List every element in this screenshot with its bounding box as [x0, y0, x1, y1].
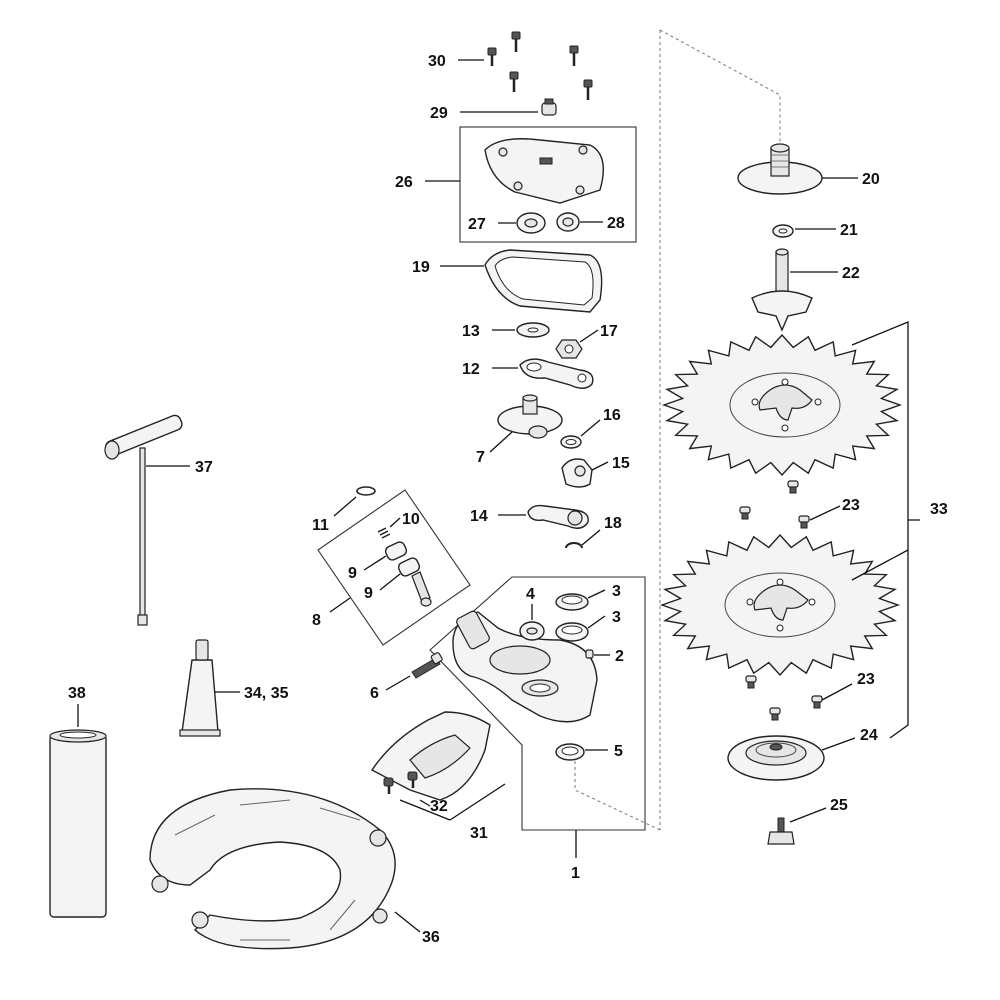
label-29: 29 [430, 105, 448, 122]
label-33: 33 [930, 501, 948, 518]
label-2: 2 [615, 648, 624, 665]
part-33-upper-blade [661, 333, 903, 477]
label-37: 37 [195, 459, 213, 476]
part-32-screws [383, 771, 418, 794]
label-38: 38 [68, 685, 86, 702]
part-2-pin [585, 649, 594, 659]
part-10-spring [377, 527, 391, 539]
part-14-lever [527, 504, 589, 529]
part-9-sleeve-lower [397, 557, 432, 607]
label-1: 1 [571, 865, 580, 882]
part-20-drive-plate [737, 143, 823, 195]
part-21-washer [772, 224, 794, 238]
part-9-sleeve-upper [384, 541, 408, 561]
label-21: 21 [840, 222, 858, 239]
label-25: 25 [830, 797, 848, 814]
label-27: 27 [468, 216, 486, 233]
part-37-t-wrench [104, 414, 183, 626]
label-4: 4 [526, 586, 535, 603]
frame-1 [429, 576, 646, 831]
label-28: 28 [607, 215, 625, 232]
part-11-o-ring [356, 486, 376, 496]
label-23-a: 23 [842, 497, 860, 514]
part-4-bearing [519, 621, 545, 641]
part-33-lower-blade [659, 533, 901, 677]
label-6: 6 [370, 685, 379, 702]
label-9-a: 9 [348, 565, 357, 582]
part-3-bearing-upper [555, 593, 589, 611]
label-14: 14 [470, 508, 488, 525]
part-19-gasket [484, 249, 603, 313]
label-13: 13 [462, 323, 480, 340]
label-5: 5 [614, 743, 623, 760]
label-23-b: 23 [857, 671, 875, 688]
label-24: 24 [860, 727, 878, 744]
part-23-pins-upper [739, 480, 810, 529]
part-36-blade-guard [149, 788, 396, 950]
frame-8 [317, 489, 471, 646]
part-5-seal [555, 743, 585, 761]
label-3-b: 3 [612, 609, 621, 626]
label-31: 31 [470, 825, 488, 842]
label-18: 18 [604, 515, 622, 532]
part-29-plug [541, 98, 557, 116]
label-26: 26 [395, 174, 413, 191]
part-18-circlip [565, 542, 583, 549]
label-20: 20 [862, 171, 880, 188]
label-9-b: 9 [364, 585, 373, 602]
part-3-bearing-lower [555, 622, 589, 642]
part-1-gear-housing [452, 610, 598, 723]
label-7: 7 [476, 449, 485, 466]
part-17-nut [555, 339, 583, 359]
part-15-carrier [561, 458, 593, 488]
label-8: 8 [312, 612, 321, 629]
part-22-shaft-flange [751, 248, 813, 332]
label-11: 11 [312, 517, 329, 534]
assembly-dashed-line [574, 29, 781, 831]
label-34-35: 34, 35 [244, 685, 289, 702]
part-38-spray-can [49, 729, 107, 918]
part-34-35-grease-tube [179, 639, 221, 737]
part-26-cover [484, 138, 604, 204]
label-3-a: 3 [612, 583, 621, 600]
part-24-thrust-plate [727, 735, 825, 781]
part-12-connecting-rod [519, 358, 594, 389]
part-25-bolt [767, 817, 795, 845]
part-7-crank-gear [497, 394, 563, 439]
label-32: 32 [430, 798, 448, 815]
label-19: 19 [412, 259, 430, 276]
part-30-screws [487, 31, 593, 100]
label-17: 17 [600, 323, 618, 340]
part-16-ring [560, 435, 582, 449]
label-12: 12 [462, 361, 480, 378]
label-16: 16 [603, 407, 621, 424]
part-28-bearing [556, 212, 580, 232]
label-15: 15 [612, 455, 630, 472]
label-10: 10 [402, 511, 420, 528]
part-13-washer [516, 322, 550, 338]
label-22: 22 [842, 265, 860, 282]
frame-26 [459, 126, 637, 243]
part-27-bearing [516, 212, 546, 234]
label-30: 30 [428, 53, 446, 70]
part-23-pins-lower [745, 675, 823, 721]
label-36: 36 [422, 929, 440, 946]
part-31-guard-bracket [370, 711, 491, 801]
part-6-screw [411, 652, 443, 679]
